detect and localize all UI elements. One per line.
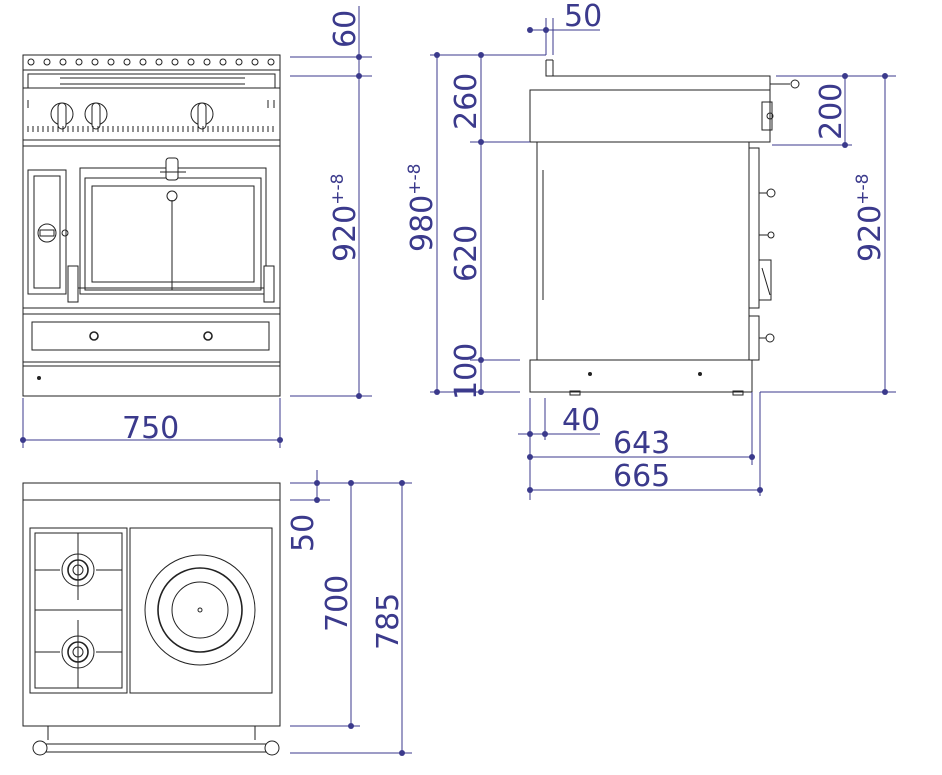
dim-top-total-depth: 785 <box>371 593 406 650</box>
thermostat-icon <box>37 223 69 243</box>
dim-side-top-offset: 50 <box>564 0 602 34</box>
dim-front-height-value: 920 <box>328 205 363 262</box>
dim-side-right-height-tol: +-8 <box>853 174 873 205</box>
control-knob <box>190 102 214 130</box>
towel-rail <box>32 740 280 756</box>
dim-side-foot-inset: 40 <box>562 403 600 438</box>
top-dimensions <box>290 470 412 756</box>
dim-side-total-height-value: 980 <box>405 195 440 252</box>
gas-burner-icon <box>61 553 95 587</box>
dim-side-handle-drop: 200 <box>814 83 849 140</box>
dim-side-right-height-value: 920 <box>853 205 888 262</box>
side-dimensions <box>430 18 896 500</box>
dim-front-height-tol: +-8 <box>328 174 348 205</box>
dim-side-depth-body: 643 <box>613 426 670 461</box>
dim-front-top: 60 <box>328 10 363 48</box>
hot-plate <box>129 527 273 694</box>
dim-front-width: 750 <box>122 411 179 446</box>
front-dimensions <box>20 6 372 448</box>
dim-side-control-panel: 260 <box>449 73 484 130</box>
dim-side-total-height: 980+-8 <box>405 164 440 252</box>
control-knob <box>84 102 108 130</box>
top-screw-row <box>27 58 275 66</box>
dim-top-hob-depth: 700 <box>320 575 355 632</box>
dim-side-right-height: 920+-8 <box>853 174 888 262</box>
dim-top-back-strip: 50 <box>286 514 321 552</box>
vent-slots <box>27 100 275 132</box>
gas-burner-grid <box>29 527 128 694</box>
top-view <box>22 482 281 756</box>
side-view <box>529 59 800 396</box>
gas-burner-icon <box>61 635 95 669</box>
dim-side-cabinet: 620 <box>449 225 484 282</box>
front-view <box>22 54 281 397</box>
dim-side-plinth: 100 <box>449 343 484 400</box>
dim-side-total-height-tol: +-8 <box>405 164 425 195</box>
dim-side-depth-total: 665 <box>613 459 670 494</box>
dim-front-height: 920+-8 <box>328 174 363 262</box>
control-knob <box>50 102 74 130</box>
